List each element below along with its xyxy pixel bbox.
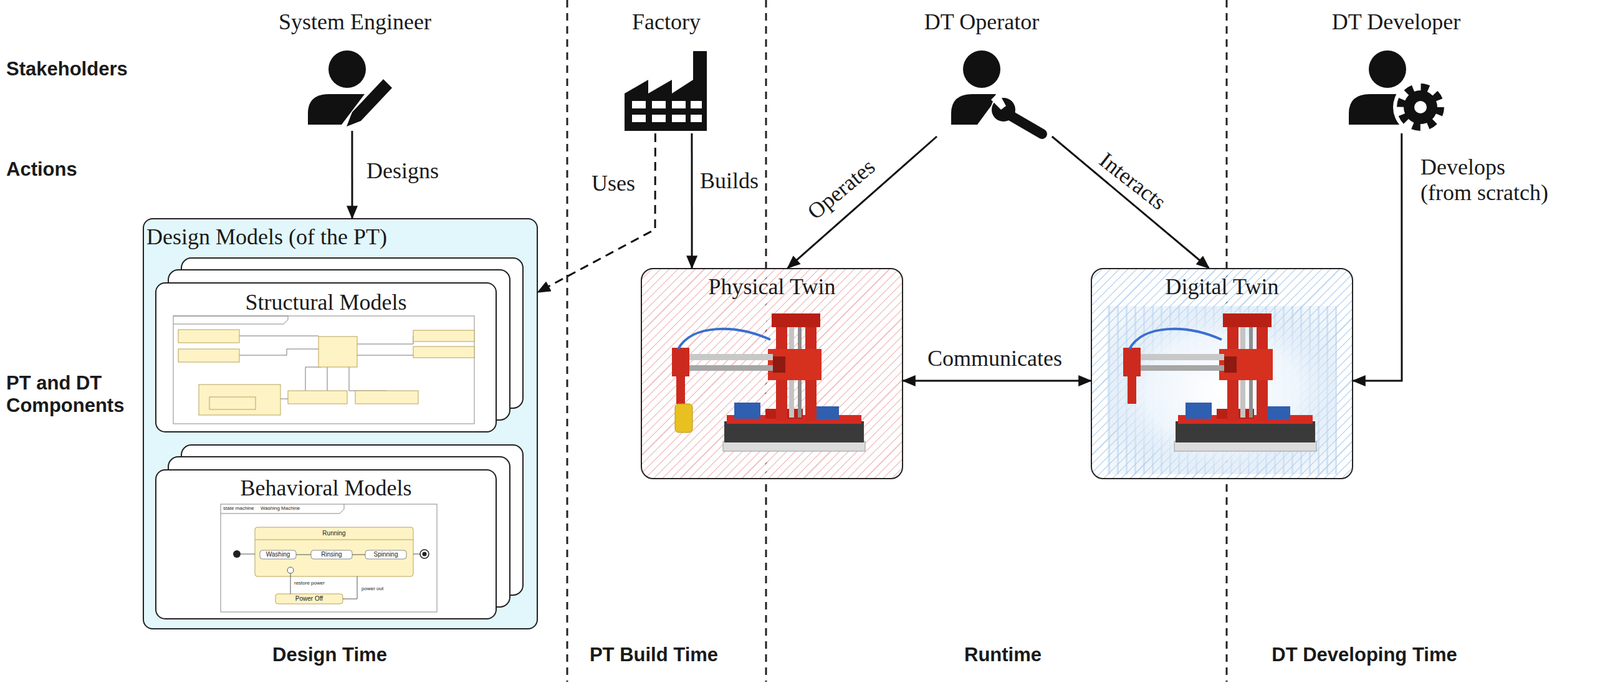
gear-gap xyxy=(1393,79,1448,135)
node-title: Factory xyxy=(616,9,717,35)
connector-arrow xyxy=(537,133,656,293)
person-body xyxy=(951,94,997,125)
node-title: DT Developer xyxy=(1327,9,1465,35)
design-models-box: Design Models (of the PT) Structural Mode… xyxy=(142,218,538,630)
connector-arrow xyxy=(1052,136,1210,269)
node-title: Physical Twin xyxy=(641,274,902,300)
node-title: System Engineer xyxy=(278,9,416,35)
model-blocks xyxy=(178,329,475,416)
stakeholder: DT Operator xyxy=(906,8,1057,137)
wrench-jaw xyxy=(991,92,1006,110)
person-head xyxy=(962,50,1001,88)
connector-arrow xyxy=(903,380,1091,383)
physical-robot xyxy=(671,313,866,452)
separator-line xyxy=(566,0,569,682)
phase-label: DT Developing Time xyxy=(1271,643,1457,667)
phase-label: Runtime xyxy=(964,643,1042,667)
phase-label: PT Build Time xyxy=(589,643,719,667)
stakeholder: DT Developer xyxy=(1327,8,1465,134)
stakeholder: System Engineer xyxy=(278,8,416,131)
robot-illustration xyxy=(1123,313,1317,452)
row-label: PT and DT Components xyxy=(6,372,141,417)
model-card: Structural Models xyxy=(155,282,497,433)
dt-developer-icon xyxy=(1348,50,1448,135)
pencil-symbol xyxy=(346,79,393,127)
model-frame xyxy=(173,316,475,424)
model-card: Behavioral Models xyxy=(155,469,497,620)
node-title: Digital Twin xyxy=(1092,274,1352,300)
history-state xyxy=(287,567,294,574)
factory-building xyxy=(624,51,707,131)
yellow-workpiece xyxy=(675,403,693,433)
wrench-head xyxy=(991,97,1016,122)
edge-label: Communicates xyxy=(927,345,1063,372)
twin-box: Physical Twin xyxy=(640,268,904,480)
model-links xyxy=(239,335,414,399)
behavioral-model-image xyxy=(220,504,437,613)
connector-arrow xyxy=(690,133,693,269)
row-label: Actions xyxy=(6,158,78,181)
twin-box: Digital Twin xyxy=(1090,268,1354,480)
person-head xyxy=(328,50,366,88)
transitions xyxy=(240,554,421,599)
node-title: Design Models (of the PT) xyxy=(146,224,537,250)
factory-windows xyxy=(632,100,702,123)
connector-arrow xyxy=(787,136,937,269)
design-box-fill xyxy=(142,218,538,630)
digital-robot xyxy=(1106,306,1337,475)
initial-state xyxy=(233,550,241,558)
person-head xyxy=(1368,50,1407,88)
system-engineer-icon xyxy=(307,50,393,127)
edge-label: Builds xyxy=(699,168,759,194)
structural-model-image xyxy=(173,316,475,424)
gear-teeth xyxy=(1401,87,1440,127)
model-tab xyxy=(220,504,345,514)
model-frame xyxy=(220,504,437,613)
stakeholder: Factory xyxy=(616,8,717,134)
person-body xyxy=(1348,94,1403,125)
edge-label: Interacts xyxy=(1093,147,1171,216)
wrench-handle xyxy=(1010,115,1043,135)
gear-body xyxy=(1403,90,1438,125)
connector-arrow xyxy=(350,130,353,219)
edge-label: Operates xyxy=(802,153,881,226)
robot-illustration xyxy=(671,313,866,452)
state-region xyxy=(254,527,414,577)
region-divider xyxy=(254,539,414,541)
edge-label: Uses xyxy=(591,170,636,197)
connector-arrow xyxy=(1353,133,1402,381)
edge-label: Designs xyxy=(366,158,439,184)
gear-hole xyxy=(1414,100,1427,114)
final-state xyxy=(420,549,429,559)
digital-glow xyxy=(1106,306,1337,475)
dt-operator-icon xyxy=(951,50,1043,135)
model-tab xyxy=(173,316,288,325)
data-stripes xyxy=(1106,306,1337,475)
final-state-dot xyxy=(422,552,427,557)
phase-label: Design Time xyxy=(272,643,388,667)
state-box xyxy=(275,594,343,604)
node-title: Structural Models xyxy=(156,289,496,316)
factory-icon xyxy=(624,51,707,131)
state-boxes xyxy=(259,550,407,560)
row-label: Stakeholders xyxy=(6,57,128,81)
edge-label: Develops (from scratch) xyxy=(1420,154,1558,207)
person-body xyxy=(307,94,365,125)
node-title: DT Operator xyxy=(906,9,1057,35)
node-title: Behavioral Models xyxy=(156,475,496,502)
